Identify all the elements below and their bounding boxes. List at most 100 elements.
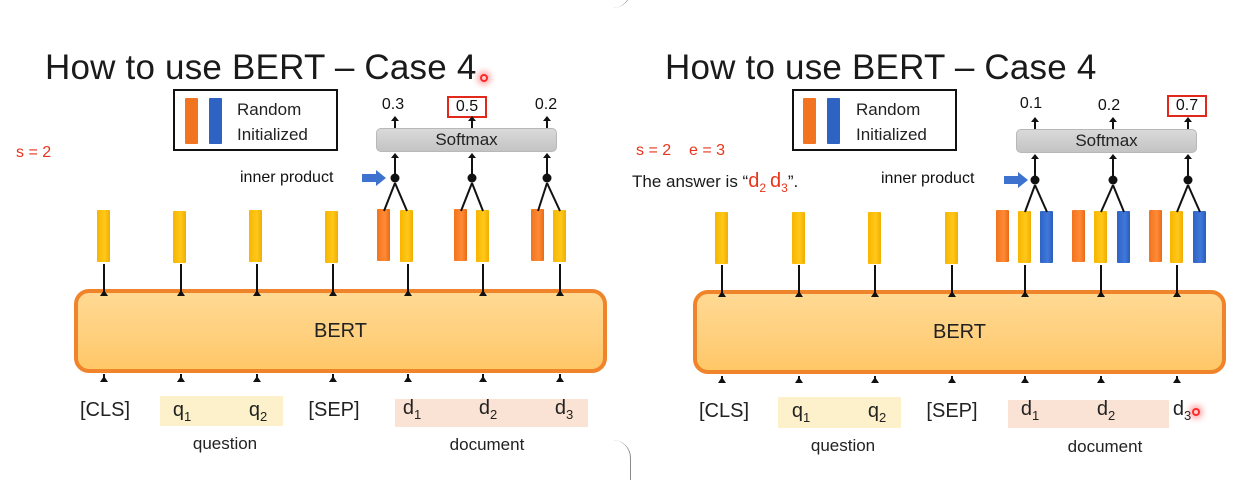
token-d1-base: d: [1020, 398, 1032, 420]
token-d2: d2: [1076, 398, 1136, 423]
softmax-layer: Softmax: [1016, 129, 1197, 153]
slide-title: How to use BERT – Case 4: [45, 48, 477, 87]
output-arrow-6-head: [556, 290, 564, 296]
probability-d2-selected: 0.5: [447, 96, 487, 118]
inner-product-wire-a-1: [1100, 184, 1114, 213]
token-q1-base: q: [791, 400, 803, 422]
inner-product-wire-b-0: [1034, 184, 1048, 213]
token-cls: [CLS]: [79, 399, 131, 421]
inner-product-node-0: [1030, 175, 1040, 185]
inner-product-wire-a-0: [1024, 184, 1036, 213]
token-q1-sub: 1: [183, 409, 192, 424]
inner-product-node-1: [467, 173, 477, 183]
output-arrow-4-head: [404, 290, 412, 296]
token-d3-sub: 3: [565, 407, 574, 422]
input-arrow-6-head: [1173, 377, 1181, 383]
inner-product-arrow-icon: [362, 170, 386, 186]
token-d2-sub: 2: [489, 407, 498, 422]
answer-d3: d: [770, 170, 782, 192]
token-q1: q1: [152, 399, 212, 424]
inner-product-wire-a-1: [460, 182, 473, 212]
output-arrow-0-head: [100, 290, 108, 296]
output-vector-d2: [1094, 211, 1107, 263]
token-sep: [SEP]: [926, 400, 978, 422]
answer-d2: d: [748, 170, 760, 192]
token-d1: d1: [382, 397, 442, 422]
question-group-label: question: [192, 434, 258, 453]
softmax-to-prob-arrow-1-head: [468, 116, 476, 121]
input-arrow-4-head: [404, 376, 412, 382]
input-arrow-5-head: [1097, 377, 1105, 383]
token-d3-base: d: [554, 397, 566, 419]
answer-sentence: The answer is “d2 d3”.: [632, 170, 798, 195]
output-arrow-3-head: [948, 291, 956, 297]
inner-product-label: inner product: [881, 170, 975, 187]
probability-d3-selected: 0.7: [1167, 95, 1207, 117]
output-vector-cls: [715, 212, 728, 264]
output-arrow-0-head: [718, 291, 726, 297]
bert-model-block: BERT: [693, 290, 1226, 374]
output-vector-d1: [1018, 211, 1031, 263]
token-q2-base: q: [248, 399, 260, 421]
token-q2: q2: [847, 400, 907, 425]
inner-product-wire-b-2: [546, 182, 561, 212]
token-q1-sub: 1: [802, 410, 811, 425]
inner-product-node-1: [1108, 175, 1118, 185]
answer-suffix: ”.: [787, 172, 799, 191]
connection-arrows: [100, 116, 564, 382]
end-vector-copy-d1: [1040, 211, 1053, 263]
end-vector-copy-d2: [1117, 211, 1130, 263]
legend-line-2: Initialized: [856, 125, 927, 144]
start-vector-copy-d2: [1072, 210, 1085, 262]
input-arrow-1-head: [795, 377, 803, 383]
softmax-to-prob-arrow-0-head: [391, 116, 399, 121]
document-group-label: document: [449, 435, 525, 454]
output-arrow-5-head: [1097, 291, 1105, 297]
output-vector-d1: [400, 210, 413, 262]
document-highlight: [395, 399, 588, 427]
softmax-layer: Softmax: [376, 128, 557, 152]
input-arrow-0-head: [100, 376, 108, 382]
inner-product-wire-a-2: [1176, 184, 1189, 213]
node-to-softmax-arrow-2-head: [543, 153, 551, 158]
input-arrow-6-head: [556, 376, 564, 382]
document-highlight: [1008, 400, 1169, 428]
output-vector-q1: [173, 211, 186, 263]
slide-panel-end: How to use BERT – Case 4 s = 2 e = 3 The…: [620, 0, 1240, 473]
output-vector-d3: [553, 210, 566, 262]
inner-product-wire-b-1: [1112, 184, 1125, 213]
inner-product-wire-b-1: [471, 182, 484, 212]
node-to-softmax-arrow-0-head: [1031, 154, 1039, 159]
connection-arrows: [718, 117, 1201, 383]
token-d1-base: d: [402, 397, 414, 419]
laser-pointer-dot: [1192, 408, 1200, 416]
probability-d1: 0.1: [1019, 95, 1043, 112]
bert-model-block: BERT: [74, 289, 607, 373]
start-vector-copy-d3: [531, 209, 544, 261]
start-vector-copy-d2: [454, 209, 467, 261]
output-arrow-4-head: [1021, 291, 1029, 297]
token-d2-base: d: [478, 397, 490, 419]
token-d3-base: d: [1172, 398, 1184, 420]
document-group-label: document: [1067, 437, 1143, 456]
token-q1: q1: [771, 400, 831, 425]
slide-panel-start: How to use BERT – Case 4 s = 2 Random In…: [0, 0, 620, 473]
input-arrow-3-head: [329, 376, 337, 382]
end-position-note: e = 3: [689, 142, 726, 159]
inner-product-node-2: [1183, 175, 1193, 185]
softmax-to-prob-arrow-2-head: [543, 116, 551, 121]
token-cls: [CLS]: [698, 400, 750, 422]
node-to-softmax-arrow-1-head: [1109, 154, 1117, 159]
legend-label: Random Initialized: [237, 97, 308, 147]
token-d3-sub: 3: [1183, 408, 1192, 423]
inner-product-wire-a-2: [537, 182, 548, 212]
legend-box: Random Initialized: [173, 89, 338, 151]
output-vector-d3: [1170, 211, 1183, 263]
softmax-to-prob-arrow-2-head: [1184, 117, 1192, 122]
legend-blue-vector: [827, 98, 840, 144]
legend-line-1: Random: [237, 100, 302, 119]
slide-title: How to use BERT – Case 4: [665, 48, 1097, 87]
output-arrow-1-head: [177, 290, 185, 296]
output-vector-sep: [945, 212, 958, 264]
start-position-note: s = 2: [636, 142, 672, 159]
